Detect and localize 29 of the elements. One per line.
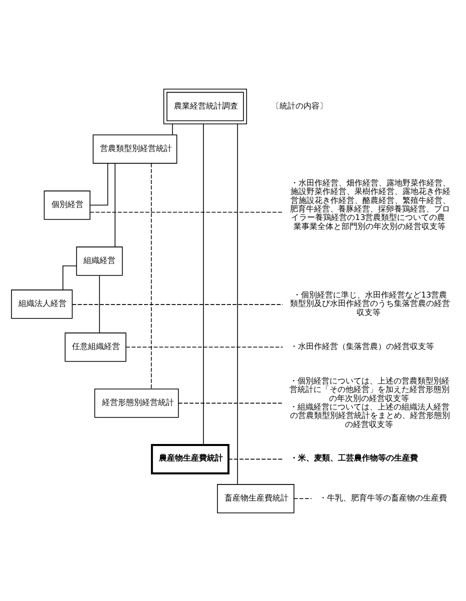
node-text: ・牛乳、肥育牛等の畜産物の生産費	[318, 493, 447, 502]
connector	[178, 402, 283, 404]
connector	[62, 265, 77, 290]
connector	[126, 346, 284, 348]
node-text: ・水田作経営（集落営農）の経営収支等	[290, 342, 434, 351]
connector	[99, 274, 100, 333]
connector	[228, 458, 284, 460]
node-box: 組織経営	[76, 246, 123, 276]
connector	[90, 162, 108, 206]
node-text: ・個別経営に準じ、水田作経営など13営農類型別及び水田作経営のうち集落営農の経営収支等	[290, 290, 450, 316]
node-box: 農業経営統計調査	[163, 88, 247, 124]
connector	[203, 123, 204, 445]
node-box: 組織法人経営	[11, 289, 73, 318]
node-box: 任意組織経営	[64, 332, 126, 362]
node-box: 経営形態別経営統計	[94, 388, 179, 418]
node-text: ・個別経営については、上述の営農類型別経営統計に「その他経営」を加えた経営形態別の年次別の経営収支等 ・組織経営については、上述の組織法人経営の営農類型別経営統計をまとめ、経営形態別の経営収支等	[290, 376, 450, 428]
node-text: ・米、麦類、工芸農作物等の生産費	[290, 452, 418, 462]
connector	[114, 162, 116, 247]
node-box: 農産物生産費統計	[150, 444, 230, 474]
node-box: 個別経営	[44, 190, 90, 220]
node-text: ・水田作経営、畑作経営、露地野菜作経営、施設野菜作経営、果樹作経営、露地花き作経営施設花き作経営、酪農経営、繁殖牛経営、肥育牛経営、養豚経営、採卵養鶏経営、ブロイラー養鶏経営の13営農類型についての農業事業全体と部門別の年次別の経営収支等	[290, 178, 450, 230]
node-box: 畜産物生産費統計	[217, 484, 294, 513]
connector	[294, 498, 312, 499]
connector	[150, 162, 152, 389]
label: 〔統計の内容〕	[271, 100, 328, 110]
connector	[90, 211, 283, 212]
node-box: 営農類型別経営統計	[92, 134, 178, 164]
connector	[237, 123, 238, 484]
connector	[172, 123, 173, 135]
